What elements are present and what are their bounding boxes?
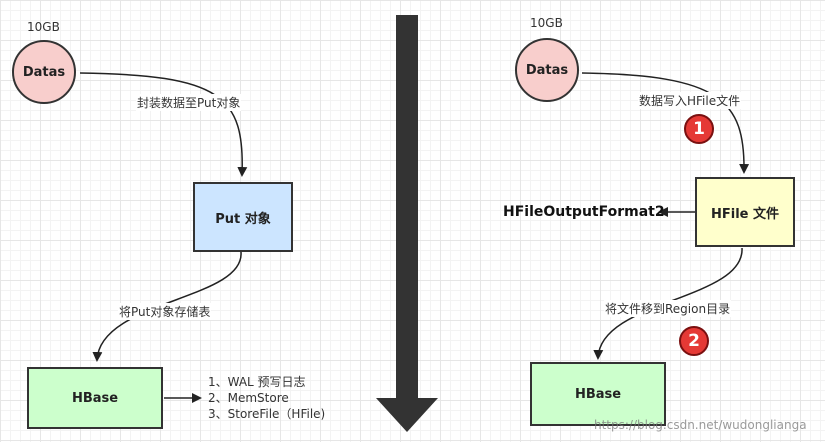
right-edge2-label: 将文件移到Region目录 [604,300,732,317]
transition-arrow [376,15,438,432]
right-size-label: 10GB [530,16,563,30]
left-hbase-node: HBase [27,367,163,429]
right-edge1-label: 数据写入HFile文件 [638,92,742,109]
left-datas-node: Datas [12,40,76,104]
right-hbase-node: HBase [530,362,666,426]
put-object-node: Put 对象 [193,182,293,252]
step-2-badge: 2 [679,326,709,356]
left-edge2-label: 将Put对象存储表 [118,303,212,320]
list-item: 1、WAL 预写日志 [208,375,306,389]
right-datas-to-hfile-edge [581,72,750,174]
hbase-write-path-list: 1、WAL 预写日志 2、MemStore 3、StoreFile（HFile) [208,374,325,422]
list-item: 3、StoreFile（HFile) [208,407,326,421]
watermark: https://blog.csdn.net/wudonglianga [594,418,807,432]
left-size-label: 10GB [27,20,60,34]
hfile-output-format-label: HFileOutputFormat2 [503,204,665,220]
left-edge1-label: 封装数据至Put对象 [136,94,242,111]
hfile-node: HFile 文件 [695,177,795,247]
step-1-badge: 1 [684,114,714,144]
left-put-to-hbase-edge [92,251,242,362]
left-datas-to-put-edge [79,72,248,177]
right-datas-node: Datas [515,38,579,102]
list-item: 2、MemStore [208,391,289,405]
